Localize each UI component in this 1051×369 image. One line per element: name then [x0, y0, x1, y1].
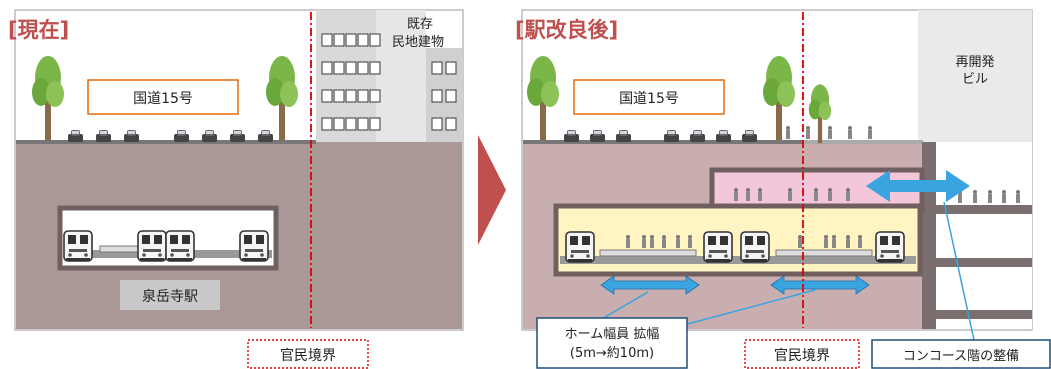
person-icon	[828, 126, 832, 139]
person-icon	[1016, 190, 1020, 203]
left-heading: [現在]	[8, 18, 69, 42]
person-icon	[798, 235, 802, 248]
station-label: 泉岳寺駅	[142, 288, 198, 305]
building-basement	[925, 142, 1032, 329]
person-icon	[676, 235, 680, 248]
right-heading: [駅改良後]	[515, 18, 618, 42]
redevelopment-label-1: 再開発	[955, 55, 994, 70]
person-icon	[1002, 190, 1006, 203]
person-icon	[832, 235, 836, 248]
platform-callout-line-1: ホーム幅員 拡幅	[565, 327, 660, 342]
person-icon	[814, 188, 818, 201]
person-icon	[848, 126, 852, 139]
person-icon	[806, 126, 810, 139]
plaza-surface	[803, 140, 923, 144]
left-panel: 既存 民地建物 国道15号 泉岳寺駅 官民境	[8, 9, 464, 369]
building-floor-3	[936, 310, 1032, 319]
boundary-label-box	[744, 339, 860, 369]
person-icon	[846, 235, 850, 248]
person-icon	[858, 235, 862, 248]
callout-leader	[679, 289, 816, 327]
concourse-callout-box	[871, 339, 1051, 369]
train-icon	[239, 230, 269, 262]
person-icon	[758, 188, 762, 201]
road-label-box	[573, 79, 725, 115]
redevelopment-building	[918, 10, 1032, 142]
person-icon	[688, 235, 692, 248]
redevelopment-label-2: ビル	[962, 72, 988, 87]
train-icon	[875, 231, 905, 263]
person-icon	[786, 126, 790, 139]
platform-widening-arrow-left	[600, 275, 700, 295]
person-icon	[642, 235, 646, 248]
person-icon	[662, 235, 666, 248]
existing-building-label-2: 民地建物	[392, 35, 444, 50]
boundary-label-box	[247, 339, 369, 369]
platform-widening-arrow-right	[770, 275, 870, 295]
road-label: 国道15号	[133, 91, 193, 107]
person-icon	[746, 188, 750, 201]
road-label-box	[87, 79, 239, 115]
person-icon	[788, 188, 792, 201]
person-icon	[626, 235, 630, 248]
boundary-label: 官民境界	[280, 348, 336, 364]
right-panel: 再開発 ビル	[515, 9, 1033, 341]
train-icon	[703, 231, 733, 263]
platform-left	[599, 249, 697, 257]
track-bed	[560, 256, 916, 264]
building-floor-1	[936, 205, 1032, 214]
person-icon	[650, 235, 654, 248]
train-icon	[165, 230, 195, 262]
person-icon	[846, 188, 850, 201]
train-icon	[63, 230, 93, 262]
platform-callout-box	[536, 317, 688, 369]
callout-leader	[943, 201, 975, 341]
person-icon	[824, 235, 828, 248]
person-icon	[988, 190, 992, 203]
person-icon	[973, 190, 977, 203]
road-label: 国道15号	[619, 91, 679, 107]
concourse-connection-arrow	[866, 170, 970, 202]
transition-arrow-icon	[478, 135, 506, 245]
callout-leader	[599, 291, 649, 321]
person-icon	[828, 188, 832, 201]
left-road-surface	[16, 140, 316, 144]
train-icon	[565, 231, 595, 263]
person-icon	[868, 126, 872, 139]
boundary-label: 官民境界	[774, 348, 830, 364]
right-road-surface	[523, 140, 803, 144]
building-floor-2	[936, 258, 1032, 267]
train-icon	[740, 231, 770, 263]
existing-building-label-1: 既存	[407, 17, 433, 32]
platform-callout-line-2: (5m→約10m)	[570, 346, 654, 361]
existing-building: 既存 民地建物	[316, 10, 463, 142]
train-icon	[137, 230, 167, 262]
station-label-box	[120, 280, 220, 310]
platform-right	[775, 249, 873, 257]
concourse-callout: コンコース階の整備	[903, 348, 1019, 364]
person-icon	[734, 188, 738, 201]
